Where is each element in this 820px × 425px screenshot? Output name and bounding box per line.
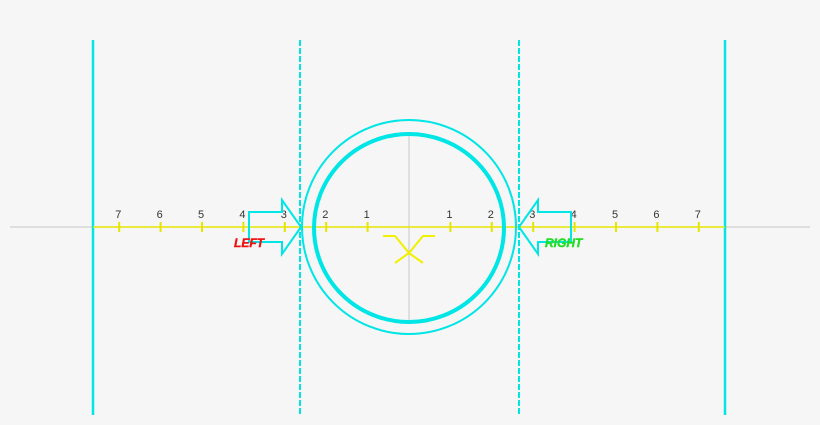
- arrow-left-icon: [517, 196, 572, 258]
- scale-tick-label: 3: [529, 209, 535, 221]
- scale-ticks: 7 6 5 4 3 2 1 1 2 3 4 5 6 7: [115, 209, 701, 232]
- scale-tick-label: 5: [612, 209, 618, 221]
- aircraft-w-symbol-icon: [383, 235, 435, 264]
- scale-tick-label: 2: [488, 209, 494, 221]
- left-label: LEFT: [234, 236, 266, 250]
- scale-tick-label: 1: [364, 209, 370, 221]
- arrow-right-icon: [248, 196, 303, 258]
- inner-target-ring: [312, 132, 506, 324]
- scale-tick-label: 2: [322, 209, 328, 221]
- scale-tick-label: 7: [115, 209, 121, 221]
- scale-tick-label: 4: [239, 209, 245, 221]
- scale-tick-label: 6: [653, 209, 659, 221]
- scale-tick-label: 4: [571, 209, 577, 221]
- scale-tick-label: 3: [281, 209, 287, 221]
- scale-tick-label: 5: [198, 209, 204, 221]
- scale-tick-label: 6: [157, 209, 163, 221]
- right-label: RIGHT: [545, 236, 584, 250]
- scale-tick-label: 7: [695, 209, 701, 221]
- scale-tick-label: 1: [446, 209, 452, 221]
